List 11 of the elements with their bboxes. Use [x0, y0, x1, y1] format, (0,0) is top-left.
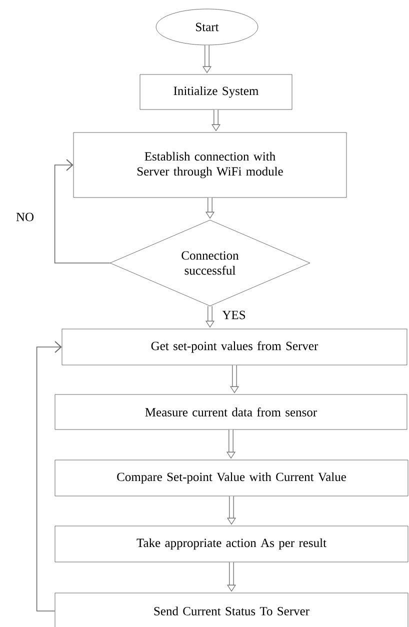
process-box: Initialize System: [140, 74, 292, 110]
process-box: Compare Set-point Value with Current Value: [54, 460, 408, 496]
edge-label: YES: [221, 310, 247, 320]
process-box: Measure current data from sensor: [54, 394, 408, 430]
process-box: Get set-point values from Server: [62, 328, 408, 366]
arrow: [54, 159, 110, 264]
arrow: [36, 341, 62, 612]
edge-label: NO: [14, 212, 36, 222]
process-box: Establish connection with Server through WiFi module: [73, 132, 347, 198]
process-box: Take appropriate action As per result: [54, 526, 408, 562]
process-box: Send Current Status To Server: [54, 592, 408, 627]
